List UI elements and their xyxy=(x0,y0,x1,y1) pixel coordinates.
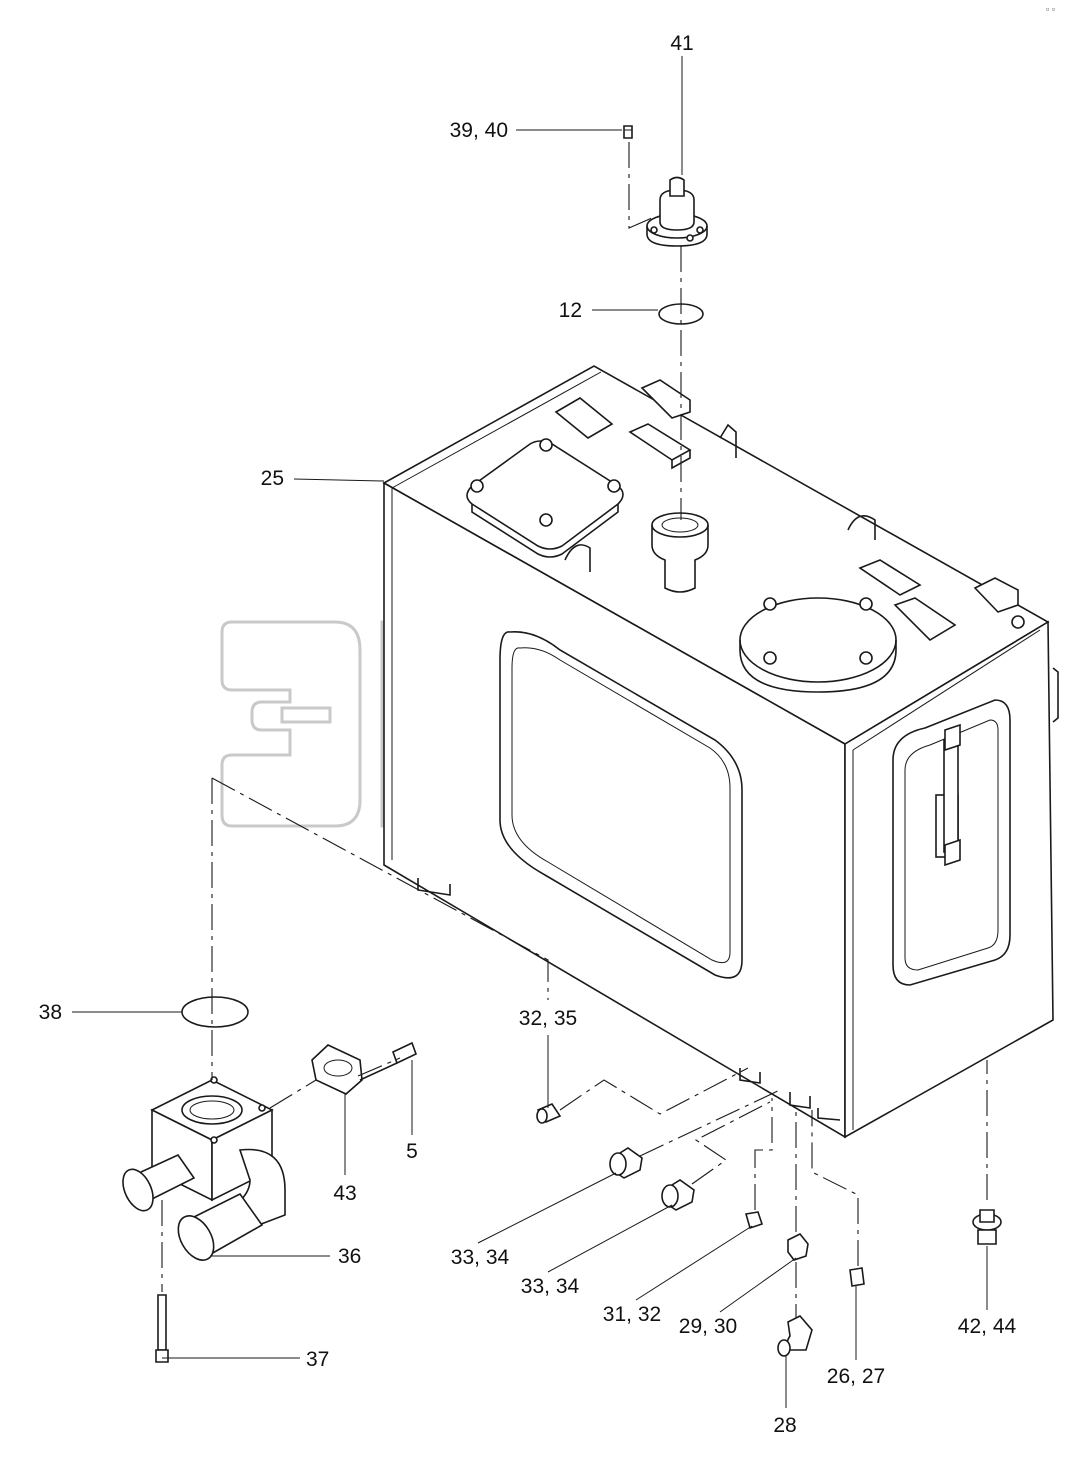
callout-12: 12 xyxy=(559,299,582,322)
screw-39-40 xyxy=(623,125,633,139)
plug-26-27 xyxy=(849,1267,865,1287)
bolt-37 xyxy=(155,1294,169,1363)
plug-31-32 xyxy=(744,1211,764,1230)
fitting-32-35 xyxy=(536,1103,562,1124)
callout-41: 41 xyxy=(670,32,693,55)
callout-37: 37 xyxy=(306,1348,329,1371)
adapter-33-34-a xyxy=(609,1147,643,1179)
callout-42-44: 42, 44 xyxy=(958,1315,1017,1338)
callout-26-27: 26, 27 xyxy=(827,1365,885,1388)
bolt-5 xyxy=(359,1041,418,1081)
adapter-33-34-b xyxy=(661,1179,695,1211)
callout-43: 43 xyxy=(333,1182,356,1205)
flange-43 xyxy=(311,1044,363,1095)
suction-manifold-36 xyxy=(122,1076,286,1261)
hydraulic-tank xyxy=(382,365,1059,1139)
callout-33-34-b: 33, 34 xyxy=(521,1275,580,1298)
callout-38: 38 xyxy=(39,1001,62,1024)
drain-42-44 xyxy=(972,1209,1002,1245)
callout-39-40: 39, 40 xyxy=(450,119,508,142)
callout-25: 25 xyxy=(261,467,284,490)
callout-36: 36 xyxy=(338,1245,361,1268)
callout-labels: 41 39, 40 12 25 38 32, 35 5 43 36 37 33,… xyxy=(39,32,1017,1437)
callout-5: 5 xyxy=(406,1140,418,1163)
o-ring-38 xyxy=(181,996,249,1028)
callout-31-32: 31, 32 xyxy=(603,1303,661,1326)
callout-28: 28 xyxy=(773,1414,796,1437)
elbow-29-30 xyxy=(787,1232,809,1261)
corner-mark: ▫ ▫ xyxy=(1046,4,1055,14)
elbow-28 xyxy=(777,1315,813,1357)
leader-lines xyxy=(72,56,988,1408)
breather-assembly xyxy=(646,176,708,247)
callout-32-35: 32, 35 xyxy=(519,1007,577,1030)
callout-33-34-a: 33, 34 xyxy=(451,1246,510,1269)
callout-29-30: 29, 30 xyxy=(679,1315,737,1338)
assembly-centerlines xyxy=(161,142,988,1318)
